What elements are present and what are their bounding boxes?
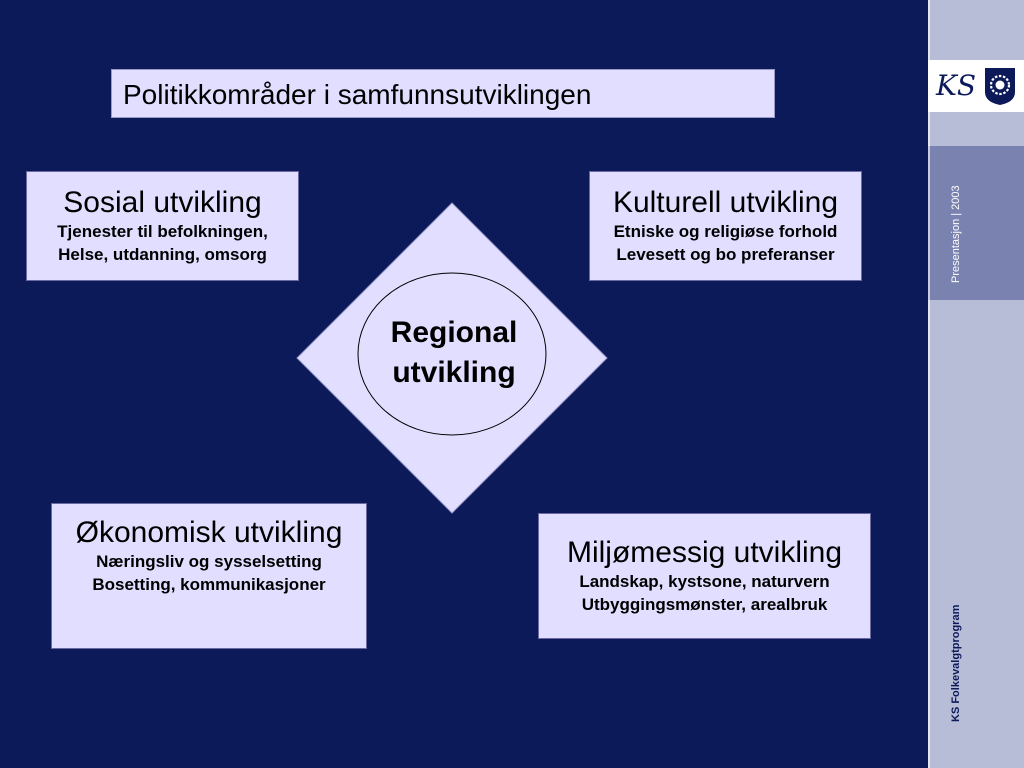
ks-logo-text: KS: [935, 69, 977, 102]
box-line: Utbyggingsmønster, arealbruk: [581, 595, 828, 614]
diagram-shapes: [296, 202, 608, 514]
sidebar-program-label: KS Folkevalgtprogram: [950, 604, 962, 722]
box-line: Landskap, kystsone, naturvern: [579, 572, 830, 591]
sidebar: KS: [928, 0, 1024, 768]
slide-canvas: Regional utvikling Politikkområder i sam…: [26, 69, 871, 649]
ks-logo: KS: [928, 60, 1024, 112]
box-line: Næringsliv og sysselsetting: [96, 552, 322, 571]
box-heading: Miljømessig utvikling: [566, 536, 843, 569]
box-line: Etniske og religiøse forhold: [613, 222, 838, 241]
box-line: Tjenester til befolkningen,: [57, 222, 268, 241]
slide-title: Politikkområder i samfunnsutviklingen: [111, 69, 775, 118]
box-line: Bosetting, kommunikasjoner: [92, 575, 326, 594]
center-label: Regional utvikling: [359, 313, 549, 393]
box-line: Levesett og bo preferanser: [616, 245, 835, 264]
box-miljomessig-utvikling: Miljømessig utvikling Landskap, kystsone…: [538, 513, 871, 639]
sidebar-divider: [928, 0, 930, 768]
center-label-line2: utvikling: [392, 356, 516, 389]
sidebar-presentation-label: Presentasjon | 2003: [950, 185, 962, 283]
box-okonomisk-utvikling: Økonomisk utvikling Næringsliv og syssel…: [51, 503, 367, 649]
center-label-line1: Regional: [390, 316, 518, 349]
center-ellipse: [357, 272, 547, 436]
sidebar-bottom-panel: [928, 300, 1024, 768]
box-heading: Sosial utvikling: [63, 186, 262, 219]
box-kulturell-utvikling: Kulturell utvikling Etniske og religiøse…: [589, 171, 862, 281]
box-line: Helse, utdanning, omsorg: [58, 245, 267, 264]
box-heading: Kulturell utvikling: [612, 186, 839, 219]
ks-seal-icon: [985, 68, 1015, 105]
box-heading: Økonomisk utvikling: [75, 516, 343, 549]
box-sosial-utvikling: Sosial utvikling Tjenester til befolknin…: [26, 171, 299, 281]
sidebar-mid-panel: [928, 146, 1024, 300]
